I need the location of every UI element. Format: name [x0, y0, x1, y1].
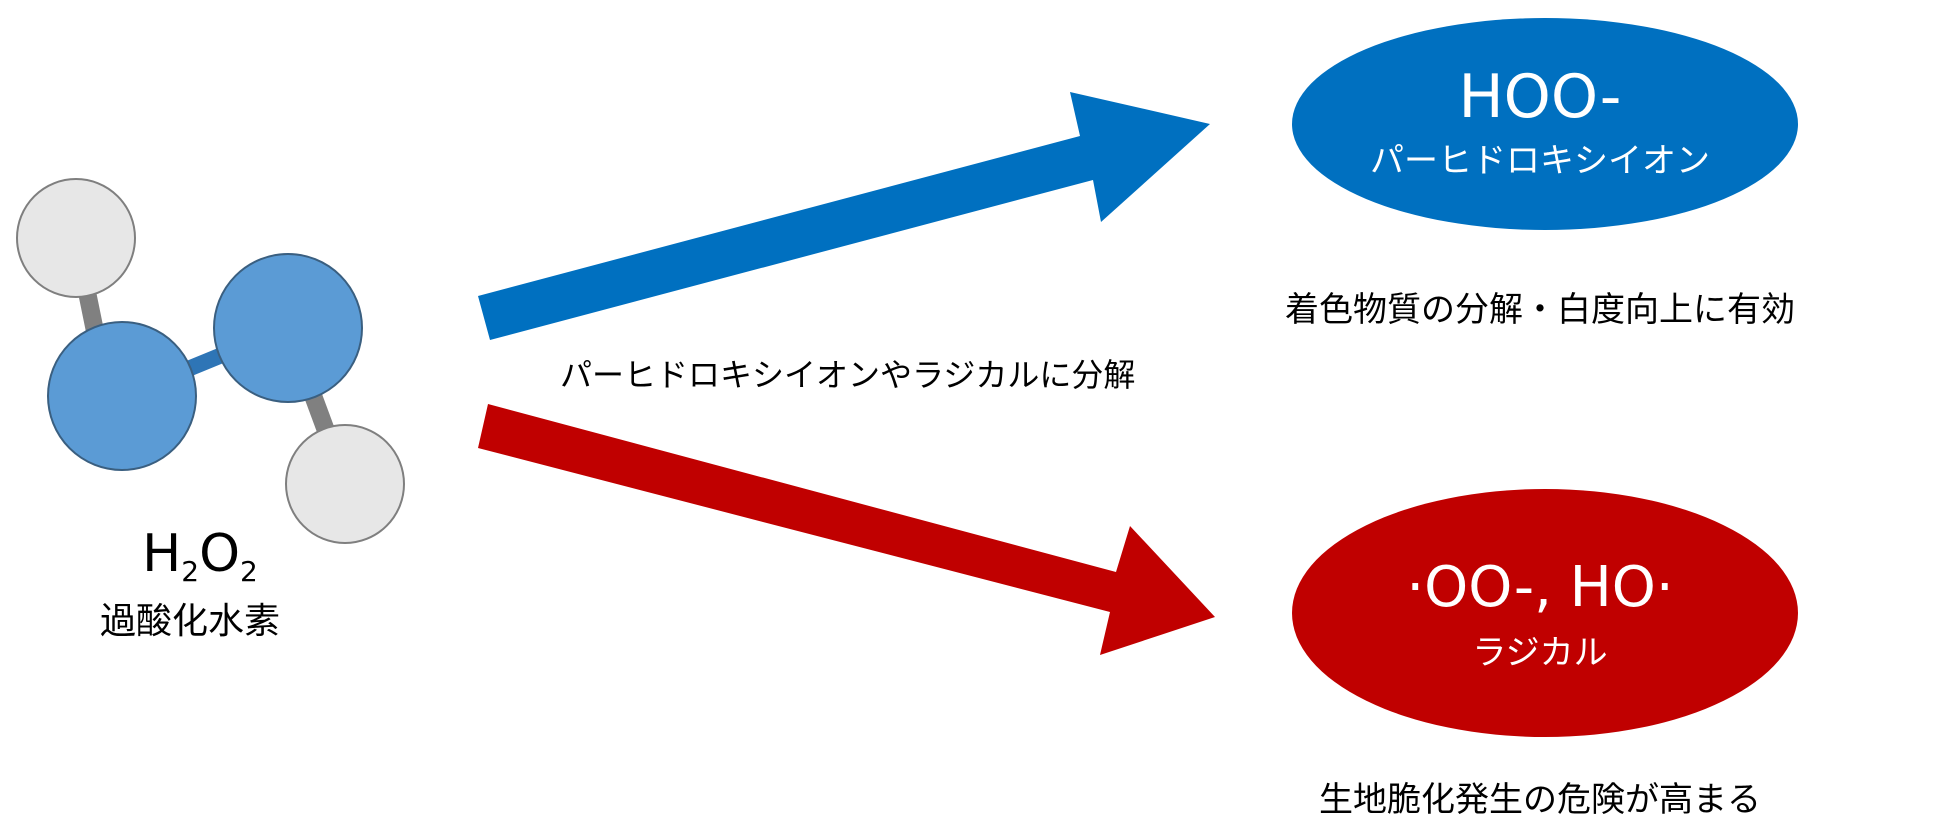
decomposition-label: パーヒドロキシイオンやラジカルに分解 — [560, 356, 1136, 394]
formula-o: O — [199, 524, 241, 584]
radical-ellipse — [1292, 489, 1798, 737]
oxygen-atom — [213, 253, 363, 403]
ion-effect: 着色物質の分解・白度向上に有効 — [1285, 290, 1795, 330]
radical-formula: ·OO-, HO· — [1406, 555, 1674, 620]
hydrogen-atom — [285, 424, 405, 544]
radical-name: ラジカル — [1472, 633, 1608, 673]
ion-formula: HOO- — [1458, 62, 1622, 132]
hydrogen-peroxide-molecule — [16, 178, 405, 544]
ion-name: パーヒドロキシイオン — [1370, 141, 1710, 181]
formula-o-subscript: 2 — [240, 555, 258, 588]
arrow-to-ion — [478, 92, 1210, 340]
radical-effect: 生地脆化発生の危険が高まる — [1319, 780, 1761, 820]
arrow-to-radical — [478, 404, 1215, 655]
oxygen-atom — [47, 321, 197, 471]
formula-h: H — [142, 524, 182, 584]
ion-ellipse — [1292, 18, 1798, 230]
molecule-formula: H2O2 — [100, 528, 300, 586]
formula-h-subscript: 2 — [181, 555, 200, 588]
hydrogen-atom — [16, 178, 136, 298]
molecule-name: 過酸化水素 — [99, 601, 280, 642]
